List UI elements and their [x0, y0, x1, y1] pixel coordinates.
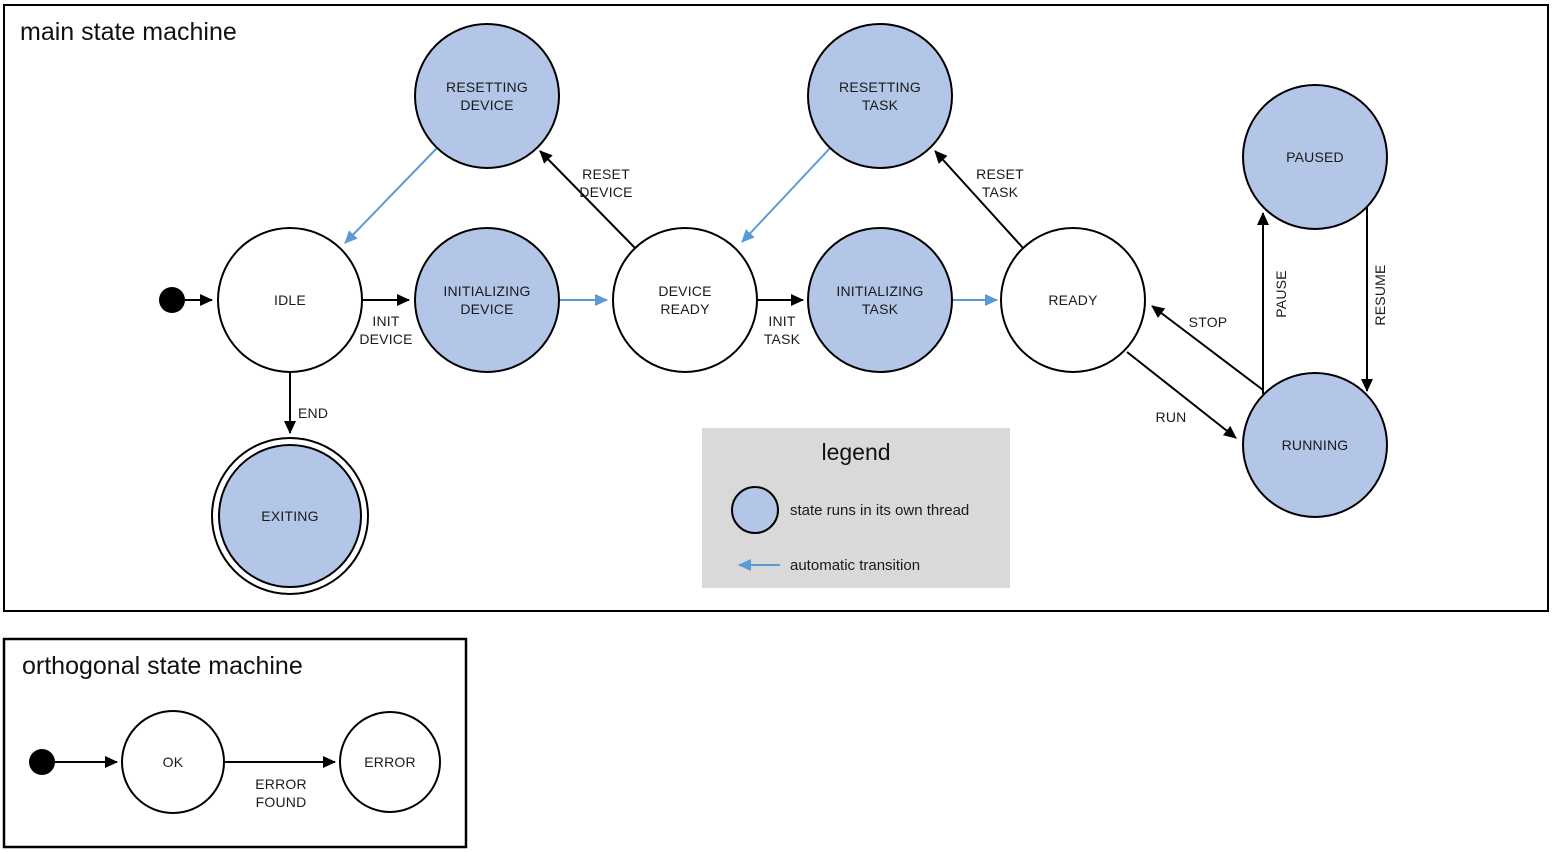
- orthogonal-states: [121, 710, 441, 814]
- state-running-circle: [1242, 372, 1388, 518]
- state-resetting-task-label: RESETTING: [839, 79, 921, 95]
- main-automatic-transitions: [344, 145, 998, 306]
- legend-threaded-state-icon: [731, 486, 779, 534]
- state-device-ready-label: DEVICE: [658, 283, 711, 299]
- state-initializing-task-circle: [807, 227, 953, 373]
- state-paused-circle: [1242, 84, 1388, 230]
- state-resetting-device-label: DEVICE: [460, 97, 513, 113]
- transition-reset-task-label: RESET: [976, 166, 1024, 182]
- state-error-circle: [339, 711, 441, 813]
- transition-reset-device-arrow: [539, 150, 636, 249]
- transition-reset-device-label: RESET: [582, 166, 630, 182]
- state-paused-label: PAUSED: [1286, 149, 1344, 165]
- state-resetting-task-circle: [807, 23, 953, 169]
- state-running-label: RUNNING: [1282, 437, 1349, 453]
- transition-reset-task-label: TASK: [982, 184, 1019, 200]
- legend-panel: legend state runs in its own thread auto…: [702, 428, 1010, 588]
- orthogonal-panel-title: orthogonal state machine: [22, 652, 303, 680]
- orthogonal-state-machine-panel: orthogonal state machine OK ERROR ERROR …: [2, 637, 468, 849]
- state-ready-circle: [1000, 227, 1146, 373]
- transition-error-found-label: ERROR: [255, 776, 307, 792]
- main-state-labels: IDLE RESETTING DEVICE INITIALIZING DEVIC…: [261, 79, 1348, 524]
- transition-reset-task-arrow: [934, 150, 1024, 249]
- legend-threaded-state-label: state runs in its own thread: [790, 502, 969, 519]
- state-exiting-label: EXITING: [261, 508, 318, 524]
- main-black-transitions: [185, 150, 1373, 439]
- transition-resume-label: RESUME: [1372, 264, 1388, 325]
- main-initial-state-dot: [159, 287, 185, 313]
- state-initializing-device-label: DEVICE: [460, 301, 513, 317]
- state-error-label: ERROR: [364, 754, 416, 770]
- transition-init-task-label: TASK: [764, 331, 801, 347]
- orthogonal-initial-state-dot: [29, 749, 55, 775]
- state-initializing-task-label: TASK: [862, 301, 899, 317]
- state-idle-label: IDLE: [274, 292, 306, 308]
- state-ok-label: OK: [163, 754, 184, 770]
- state-initializing-task-label: INITIALIZING: [836, 283, 923, 299]
- orthogonal-labels: OK ERROR ERROR FOUND: [163, 754, 416, 810]
- state-ok-circle: [121, 710, 225, 814]
- state-resetting-device-circle: [414, 23, 560, 169]
- main-transition-labels: INIT DEVICE RESET DEVICE INIT TASK RESET…: [298, 166, 1388, 425]
- state-initializing-device-label: INITIALIZING: [443, 283, 530, 299]
- legend-title: legend: [821, 439, 890, 465]
- transition-init-device-label: INIT: [372, 313, 399, 329]
- transition-init-device-label: DEVICE: [359, 331, 412, 347]
- transition-reset-device-label: DEVICE: [579, 184, 632, 200]
- state-ready-label: READY: [1048, 292, 1098, 308]
- transition-error-found-label: FOUND: [256, 794, 307, 810]
- main-panel-title: main state machine: [20, 18, 237, 46]
- auto-transition-resetting-device-to-idle-arrow: [344, 147, 438, 244]
- auto-transition-resetting-task-to-device-ready-arrow: [741, 145, 833, 243]
- transition-stop-label: STOP: [1189, 314, 1228, 330]
- transition-pause-label: PAUSE: [1273, 270, 1289, 317]
- state-exiting-circle: [218, 444, 362, 588]
- transition-end-label: END: [298, 405, 328, 421]
- main-states: [211, 23, 1388, 595]
- transition-init-task-label: INIT: [768, 313, 795, 329]
- transition-stop-arrow: [1151, 305, 1264, 391]
- transition-run-arrow: [1126, 351, 1237, 439]
- transition-run-label: RUN: [1156, 409, 1187, 425]
- state-initializing-device-circle: [414, 227, 560, 373]
- state-idle-circle: [217, 227, 363, 373]
- main-state-machine-panel: main state machine INIT DEVICE RESET: [3, 4, 1549, 612]
- state-device-ready-label: READY: [660, 301, 710, 317]
- legend-automatic-transition-label: automatic transition: [790, 557, 920, 574]
- state-resetting-device-label: RESETTING: [446, 79, 528, 95]
- state-device-ready-circle: [612, 227, 758, 373]
- state-resetting-task-label: TASK: [862, 97, 899, 113]
